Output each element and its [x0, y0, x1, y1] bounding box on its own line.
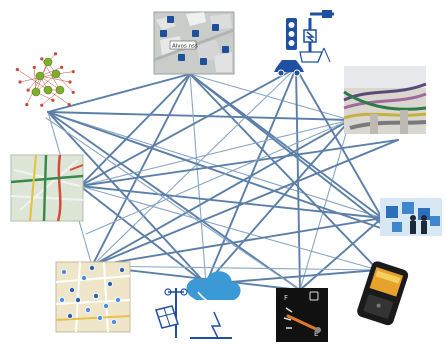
weather-solar-icon [155, 271, 241, 339]
smartphone-icon [357, 261, 409, 326]
fuel-gauge-icon: F E [276, 288, 328, 342]
connection-line [91, 265, 379, 271]
connection-line [299, 217, 383, 291]
traffic-signal-car-icon [274, 10, 334, 77]
connection-line [47, 111, 393, 233]
connection-line [295, 67, 383, 219]
connection-line [79, 67, 297, 187]
network-graph-icon [15, 52, 75, 107]
people-network-icon [380, 198, 442, 236]
road-map-icon [10, 154, 84, 222]
connection-line [79, 185, 379, 271]
connection-line [91, 139, 399, 267]
connection-line [205, 119, 351, 285]
svg-text:E: E [314, 330, 318, 338]
connection-line [45, 117, 301, 291]
connection-line [47, 111, 351, 121]
connection-line [79, 185, 383, 219]
connection-line [91, 73, 191, 267]
3d-city-map-icon: Alvos nss [153, 11, 235, 75]
connection-line [189, 73, 379, 271]
connection-line [189, 73, 207, 285]
connection-line [189, 73, 393, 233]
connection-line [79, 139, 399, 187]
connection-line [85, 119, 351, 235]
svg-text:F: F [284, 294, 288, 302]
map-pins-icon [55, 261, 131, 333]
connection-line [189, 73, 351, 121]
connection-lines [45, 67, 399, 291]
connection-line [91, 67, 297, 267]
connection-line [79, 119, 351, 187]
highway-interchange-icon [343, 66, 427, 134]
connection-line [47, 73, 191, 113]
connection-line [79, 73, 191, 187]
connection-line [91, 217, 383, 267]
connection-line [47, 111, 301, 291]
connection-line [91, 119, 351, 267]
map-popup-label: Alvos nss [172, 44, 198, 50]
